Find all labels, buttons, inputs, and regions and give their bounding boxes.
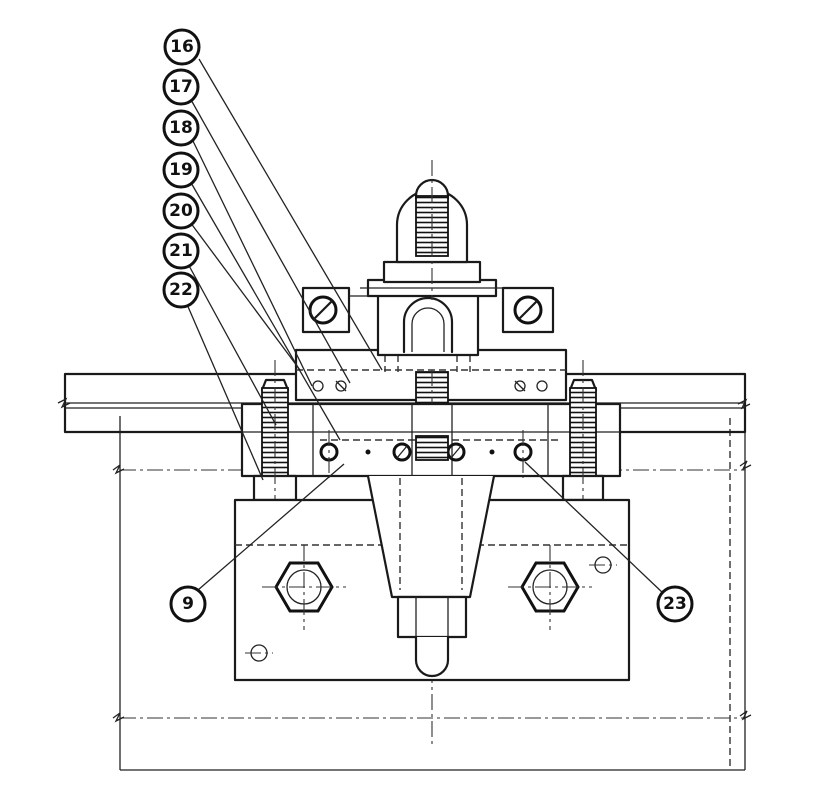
callout-18: 18 <box>162 109 200 147</box>
stud-right <box>561 360 605 520</box>
callout-label: 19 <box>169 160 193 180</box>
callout-16: 16 <box>163 28 201 66</box>
callout-22: 22 <box>162 271 200 309</box>
side-clamp-right <box>501 286 555 334</box>
callout-label: 16 <box>170 37 194 57</box>
callout-17: 17 <box>162 68 200 106</box>
domed-knob <box>395 160 469 300</box>
callout-9: 9 <box>169 585 207 623</box>
callout-20: 20 <box>162 192 200 230</box>
callout-19: 19 <box>162 151 200 189</box>
callout-label: 23 <box>663 594 687 614</box>
side-clamp-left <box>301 286 370 334</box>
stud-left <box>252 360 298 520</box>
callout-label: 21 <box>169 241 193 261</box>
callout-label: 22 <box>169 280 193 300</box>
callout-label: 9 <box>182 594 194 614</box>
callout-label: 18 <box>169 118 193 138</box>
callout-label: 20 <box>169 201 193 221</box>
leader-lines <box>185 58 665 595</box>
tapered-boss <box>366 435 496 678</box>
callout-label: 17 <box>169 77 193 97</box>
callout-21: 21 <box>162 232 200 270</box>
callout-23: 23 <box>656 585 694 623</box>
